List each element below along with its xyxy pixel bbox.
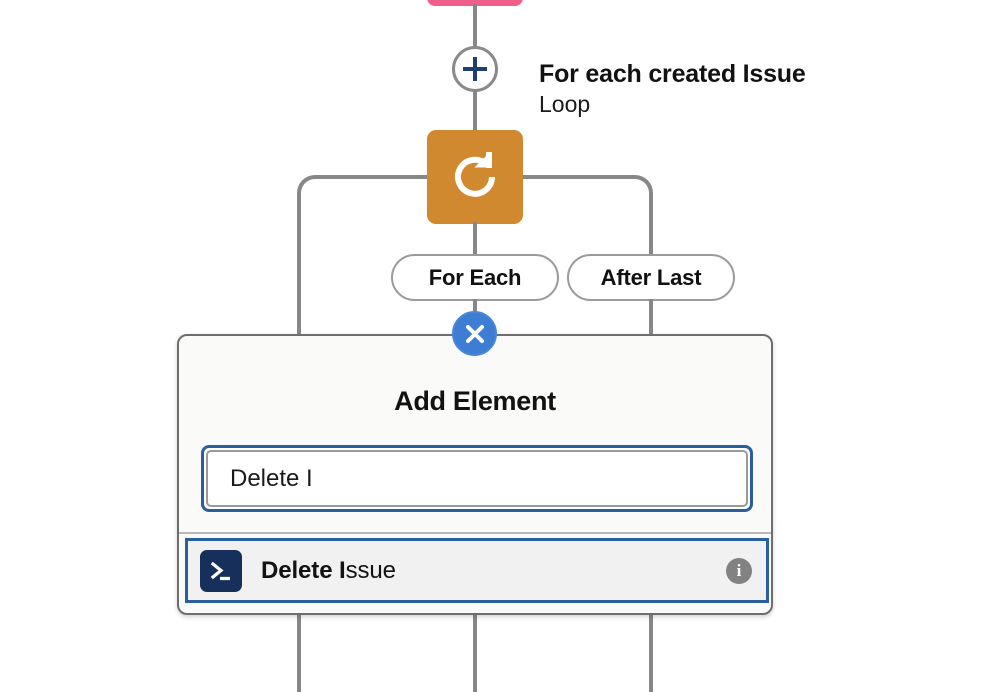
connector-line xyxy=(297,195,301,335)
close-dialog-button[interactable] xyxy=(452,311,497,356)
connector-corner xyxy=(297,175,321,199)
add-element-dialog: Add Element Delete Issue i xyxy=(177,334,773,615)
search-field-wrapper xyxy=(201,445,753,512)
connector-line xyxy=(473,90,477,132)
connector-line xyxy=(473,615,477,692)
connector-line xyxy=(649,299,653,339)
result-item-label: Delete Issue xyxy=(261,557,726,585)
connector-line xyxy=(521,175,633,179)
connector-corner xyxy=(629,175,653,199)
dialog-title: Add Element xyxy=(394,386,556,416)
terminal-icon xyxy=(200,549,242,592)
info-icon[interactable]: i xyxy=(726,557,752,584)
result-rest-text: ssue xyxy=(345,556,396,584)
branch-pill-for-each[interactable]: For Each xyxy=(391,254,559,301)
search-input[interactable] xyxy=(206,450,748,507)
connector-line xyxy=(297,615,301,692)
connector-line xyxy=(649,615,653,692)
terminal-glyph-icon xyxy=(210,561,230,580)
dialog-divider xyxy=(179,532,771,534)
trigger-node-pink[interactable] xyxy=(427,0,523,6)
connector-line xyxy=(649,195,653,255)
result-match-text: Delete I xyxy=(261,556,346,584)
loop-node[interactable] xyxy=(427,130,523,224)
branch-pill-after-last[interactable]: After Last xyxy=(567,254,735,301)
page-title: For each created Issue xyxy=(539,60,806,88)
loop-refresh-icon xyxy=(455,152,495,197)
branch-label: For Each xyxy=(428,264,522,290)
add-element-button[interactable] xyxy=(452,46,498,92)
node-subtitle: Loop xyxy=(539,91,591,117)
connector-line xyxy=(473,4,477,48)
result-item-delete-issue[interactable]: Delete Issue i xyxy=(185,538,769,603)
plus-icon xyxy=(463,57,487,81)
connector-line xyxy=(317,175,429,179)
loop-node-caption: For each created Issue Loop xyxy=(539,60,939,119)
close-icon xyxy=(465,324,484,343)
branch-label: After Last xyxy=(600,264,702,290)
connector-line xyxy=(473,222,477,256)
